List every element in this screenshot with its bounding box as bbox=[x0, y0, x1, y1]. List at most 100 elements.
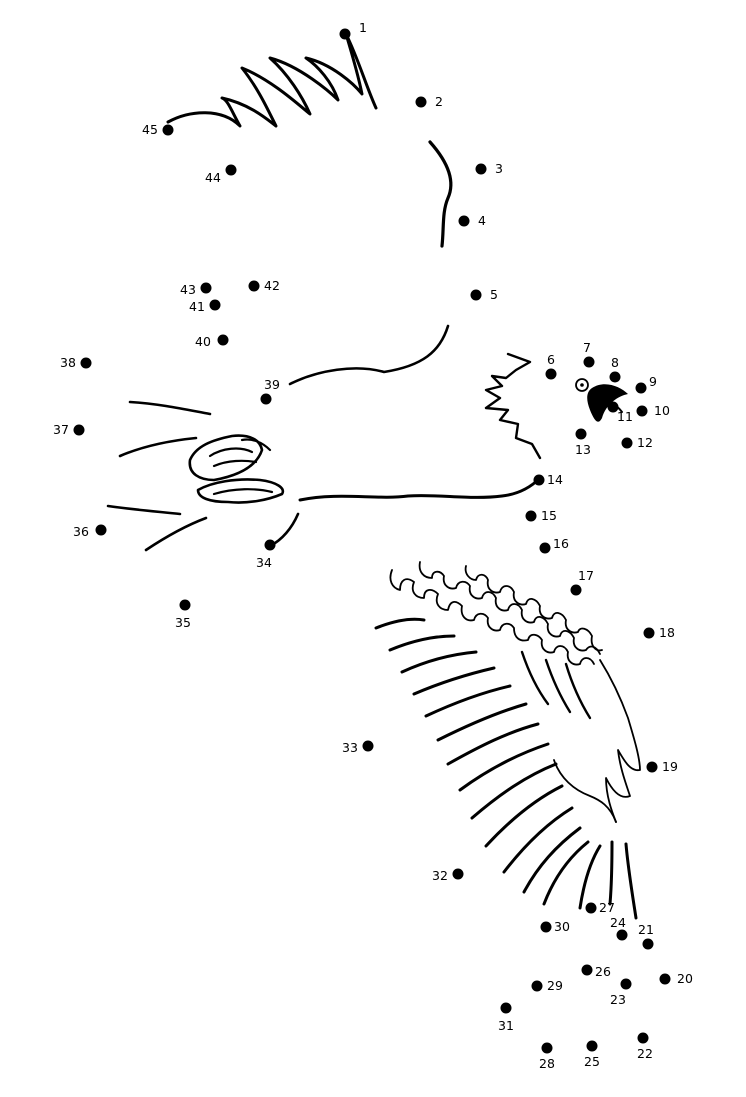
dot-33: 33 bbox=[342, 740, 374, 755]
dot-number-label: 11 bbox=[617, 409, 633, 424]
dot-17: 17 bbox=[570, 568, 594, 596]
dot-marker bbox=[458, 215, 470, 227]
dot-25: 25 bbox=[584, 1040, 600, 1069]
dot-number-label: 5 bbox=[490, 287, 498, 302]
body-and-tail-drawing bbox=[106, 400, 542, 552]
dot-number-label: 35 bbox=[175, 615, 191, 630]
dot-number-label: 25 bbox=[584, 1054, 600, 1069]
dot-number-label: 12 bbox=[637, 435, 653, 450]
dot-marker bbox=[643, 627, 655, 639]
dot-number-label: 31 bbox=[498, 1018, 514, 1033]
dot-marker bbox=[583, 356, 595, 368]
dot-number-label: 30 bbox=[554, 919, 570, 934]
dot-marker bbox=[581, 964, 593, 976]
head-drawing bbox=[484, 352, 628, 460]
dot-marker bbox=[636, 405, 648, 417]
dot-number-label: 43 bbox=[180, 282, 196, 297]
dot-number-label: 32 bbox=[432, 868, 448, 883]
dot-22: 22 bbox=[637, 1032, 653, 1061]
dot-37: 37 bbox=[53, 422, 85, 437]
dot-number-label: 26 bbox=[595, 964, 611, 979]
dot-number-label: 7 bbox=[583, 340, 591, 355]
dot-7: 7 bbox=[583, 340, 595, 368]
dot-marker bbox=[531, 980, 543, 992]
dot-28: 28 bbox=[539, 1042, 555, 1071]
dot-11: 11 bbox=[607, 401, 633, 424]
dot-number-label: 18 bbox=[659, 625, 675, 640]
dot-39: 39 bbox=[260, 377, 280, 405]
dot-marker bbox=[637, 1032, 649, 1044]
dot-marker bbox=[620, 978, 632, 990]
dot-number-label: 19 bbox=[662, 759, 678, 774]
dot-5: 5 bbox=[470, 287, 498, 302]
dot-number-label: 40 bbox=[195, 334, 211, 349]
dot-number-label: 29 bbox=[547, 978, 563, 993]
dot-marker bbox=[635, 382, 647, 394]
dot-number-label: 1 bbox=[359, 20, 367, 35]
dot-number-label: 45 bbox=[142, 122, 158, 137]
dot-marker bbox=[500, 1002, 512, 1014]
neck-curve-drawing bbox=[288, 324, 450, 386]
dot-number-label: 3 bbox=[495, 161, 503, 176]
dot-41: 41 bbox=[189, 299, 221, 314]
dot-15: 15 bbox=[525, 508, 557, 523]
dot-marker bbox=[616, 929, 628, 941]
dot-40: 40 bbox=[195, 334, 229, 349]
dot-31: 31 bbox=[498, 1002, 514, 1033]
dot-number-label: 13 bbox=[575, 442, 591, 457]
dot-marker bbox=[475, 163, 487, 175]
dot-marker bbox=[260, 393, 272, 405]
dot-number-label: 23 bbox=[610, 992, 626, 1007]
dot-marker bbox=[585, 902, 597, 914]
dot-number-label: 16 bbox=[553, 536, 569, 551]
dot-9: 9 bbox=[635, 374, 657, 394]
dot-35: 35 bbox=[175, 599, 191, 630]
dot-marker bbox=[533, 474, 545, 486]
dot-marker bbox=[209, 299, 221, 311]
dot-14: 14 bbox=[533, 472, 563, 487]
dot-number-label: 10 bbox=[654, 403, 670, 418]
dot-4: 4 bbox=[458, 213, 486, 228]
dot-number-label: 4 bbox=[478, 213, 486, 228]
dot-marker bbox=[73, 424, 85, 436]
dot-8: 8 bbox=[609, 355, 621, 383]
dot-marker bbox=[225, 164, 237, 176]
dot-marker bbox=[339, 28, 351, 40]
dot-marker bbox=[575, 428, 587, 440]
dot-44: 44 bbox=[205, 164, 237, 185]
dot-43: 43 bbox=[180, 282, 212, 297]
dot-number-label: 38 bbox=[60, 355, 76, 370]
dot-26: 26 bbox=[581, 964, 611, 979]
dot-19: 19 bbox=[646, 759, 678, 774]
dot-marker bbox=[659, 973, 671, 985]
dot-13: 13 bbox=[575, 428, 591, 457]
dot-marker bbox=[200, 282, 212, 294]
dot-marker bbox=[540, 921, 552, 933]
dot-number-label: 37 bbox=[53, 422, 69, 437]
dot-45: 45 bbox=[142, 122, 174, 137]
dot-16: 16 bbox=[539, 536, 569, 554]
dot-marker bbox=[621, 437, 633, 449]
dot-marker bbox=[609, 371, 621, 383]
dot-32: 32 bbox=[432, 868, 464, 883]
dot-number-label: 8 bbox=[611, 355, 619, 370]
dot-number-label: 34 bbox=[256, 555, 272, 570]
dot-38: 38 bbox=[60, 355, 92, 370]
dot-number-label: 36 bbox=[73, 524, 89, 539]
numbered-dots: 1234567891011121314151617181920212223242… bbox=[53, 20, 693, 1071]
dot-24: 24 bbox=[610, 915, 628, 941]
dot-36: 36 bbox=[73, 524, 107, 539]
dot-10: 10 bbox=[636, 403, 670, 418]
dot-marker bbox=[541, 1042, 553, 1054]
dot-marker bbox=[415, 96, 427, 108]
dot-30: 30 bbox=[540, 919, 570, 934]
dot-marker bbox=[264, 539, 276, 551]
dot-42: 42 bbox=[248, 278, 280, 293]
dot-marker bbox=[217, 334, 229, 346]
dot-marker bbox=[95, 524, 107, 536]
crest-feathers-drawing bbox=[166, 32, 378, 128]
dot-number-label: 39 bbox=[264, 377, 280, 392]
dot-marker bbox=[80, 357, 92, 369]
dot-number-label: 28 bbox=[539, 1056, 555, 1071]
